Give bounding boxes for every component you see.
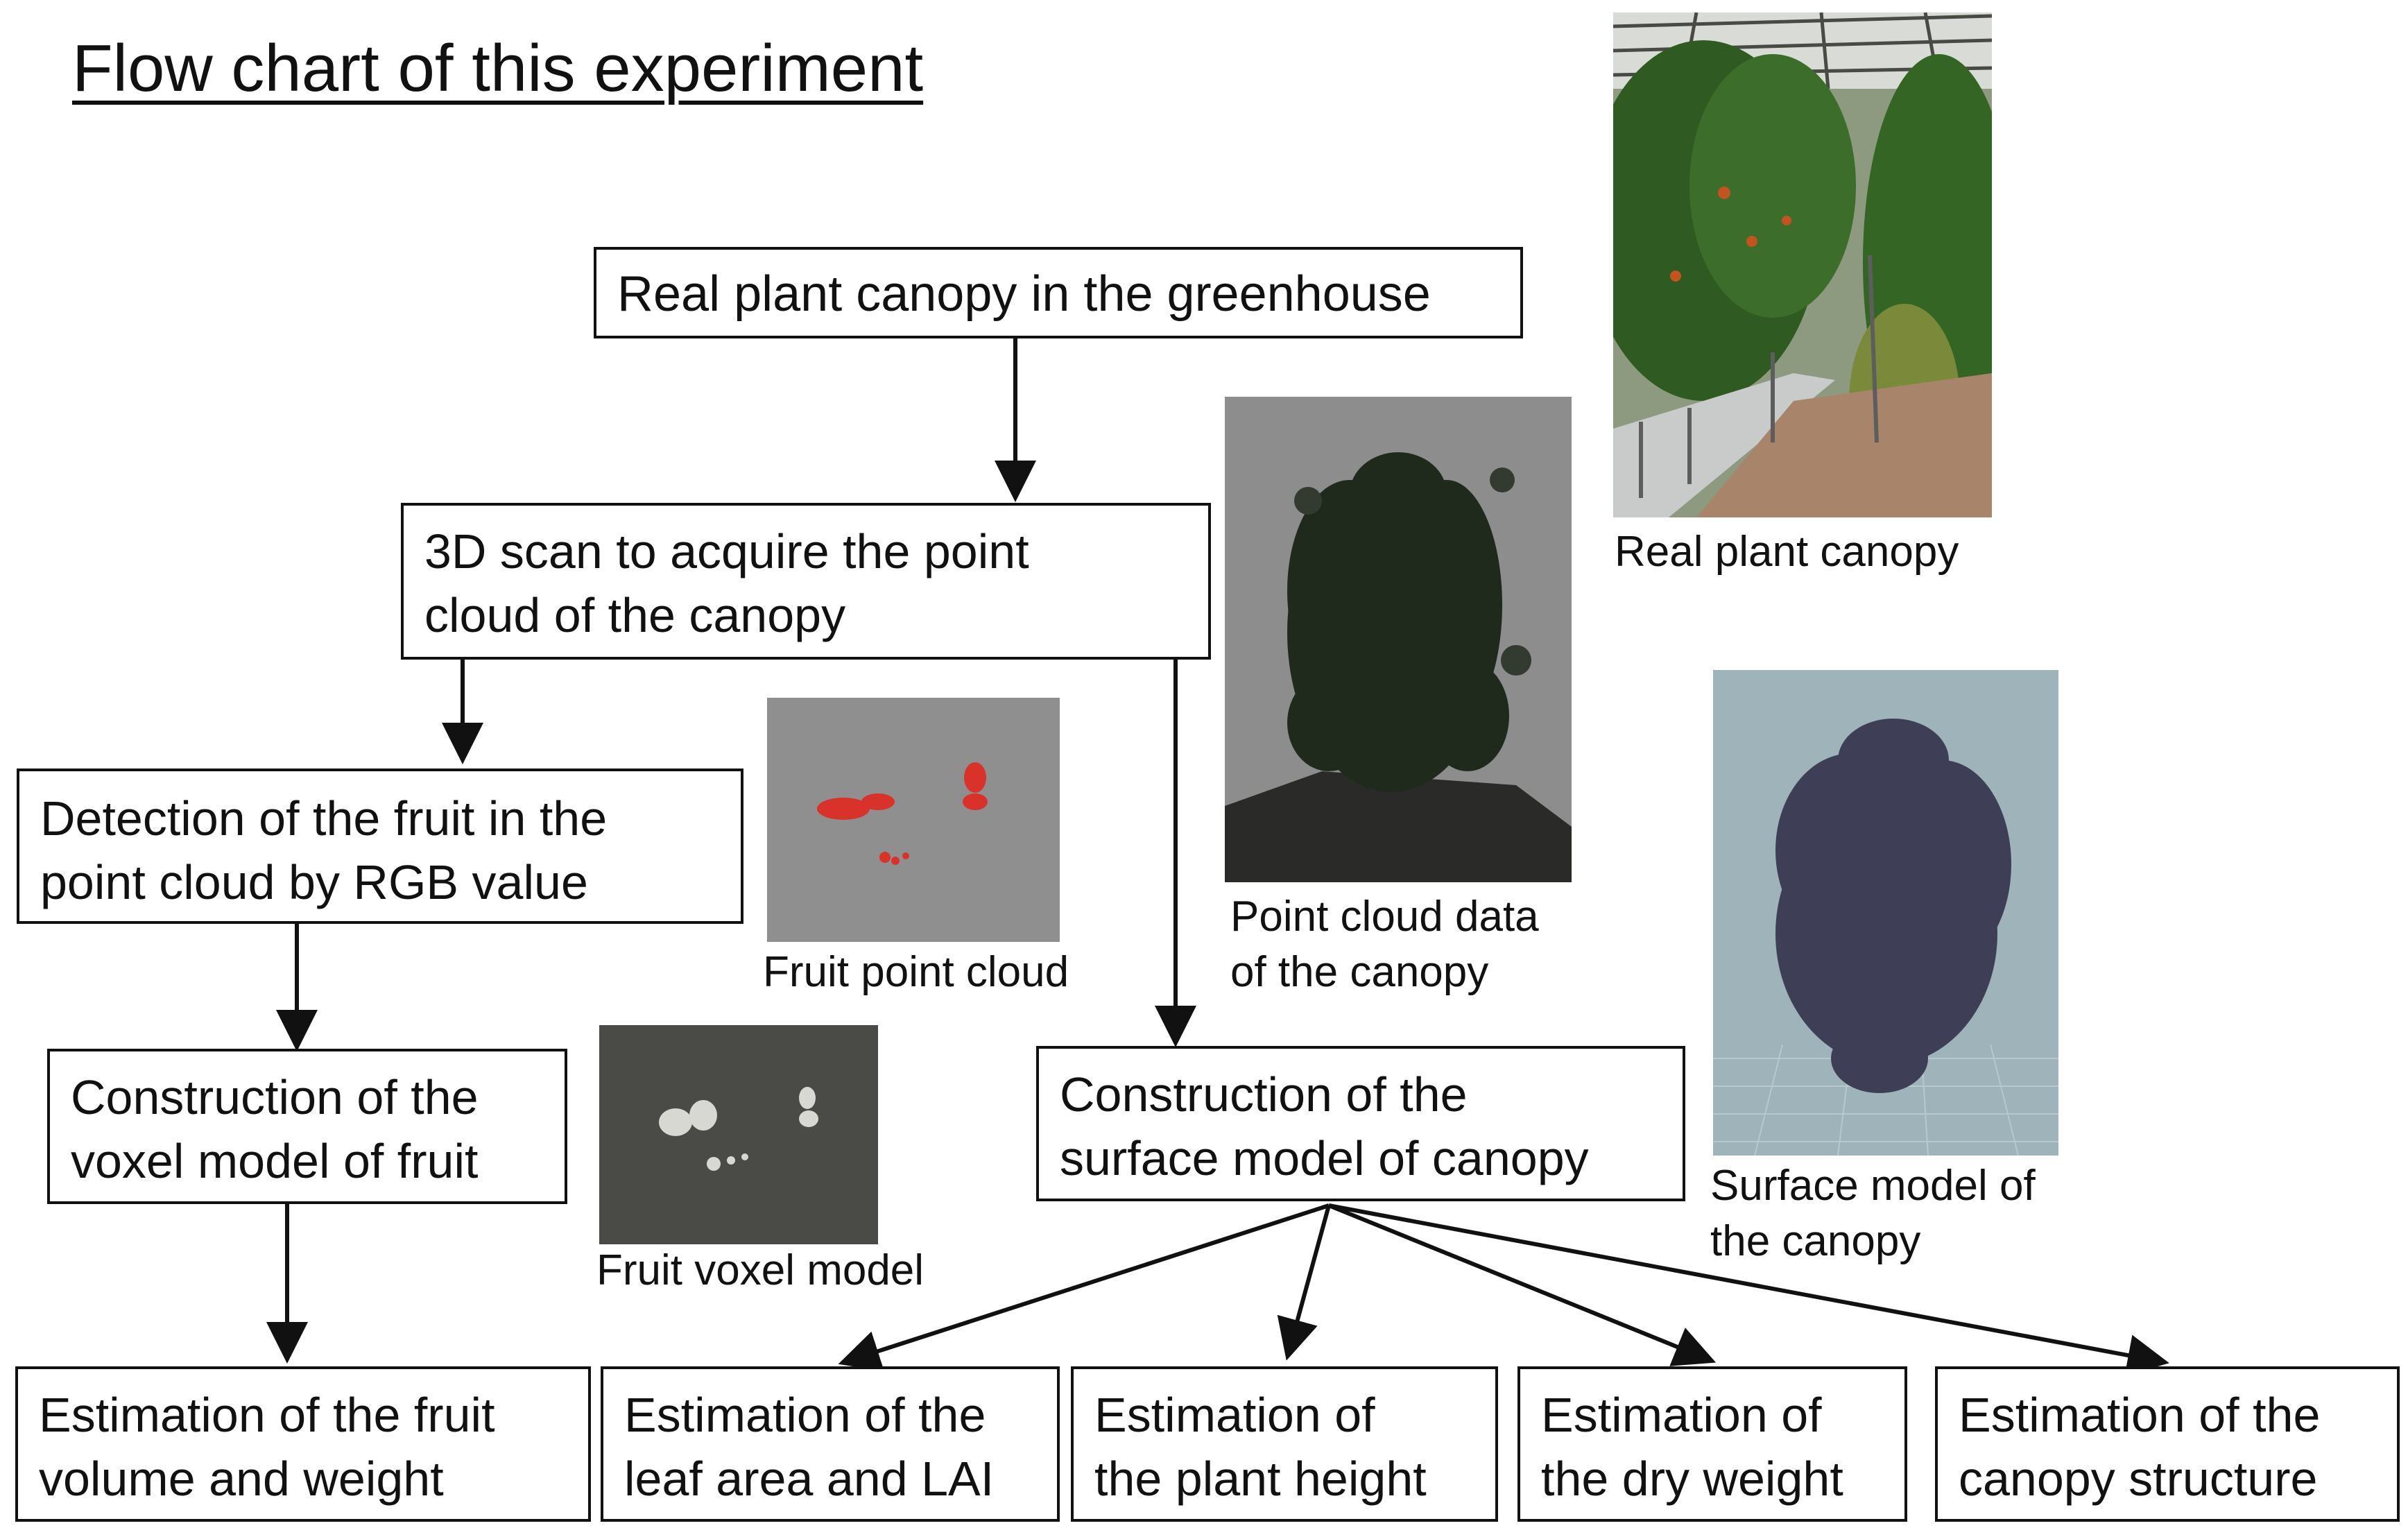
caption-real-canopy: Real plant canopy xyxy=(1615,528,1959,576)
real-canopy-photo xyxy=(1613,12,1992,517)
box-real-canopy: Real plant canopy in the greenhouse xyxy=(594,247,1523,338)
arrow-surface-to-height xyxy=(1277,1205,1331,1361)
point-cloud-image xyxy=(1225,397,1572,882)
arrow-surface-to-structure xyxy=(1328,1203,2169,1376)
surface-model-image xyxy=(1713,670,2058,1156)
page-title: Flow chart of this experiment xyxy=(72,31,924,105)
arrow-surface-to-leaf xyxy=(838,1203,1330,1371)
caption-fruit-voxel: Fruit voxel model xyxy=(596,1246,925,1294)
arrow-surface-to-dry xyxy=(1327,1203,1717,1366)
fruit-point-cloud-image xyxy=(767,698,1060,942)
fruit-voxel-image xyxy=(599,1025,878,1244)
caption-fruit-point-cloud: Fruit point cloud xyxy=(763,948,1069,996)
